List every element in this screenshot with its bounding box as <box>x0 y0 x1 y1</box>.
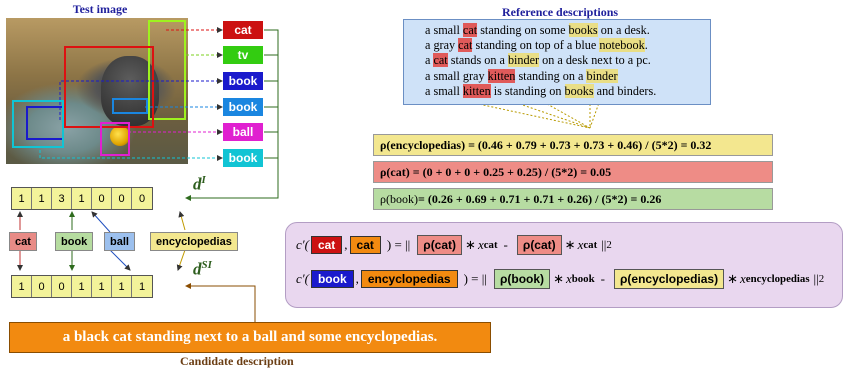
test-image <box>6 18 188 164</box>
tag-ball: ball <box>104 232 135 251</box>
candidate-vector-label: dSI <box>193 259 212 279</box>
bbox-book-3 <box>12 100 64 148</box>
vector-cell: 1 <box>12 188 32 209</box>
reference-line: a small kitten is standing on books and … <box>425 83 657 98</box>
tag-book: book <box>55 232 94 251</box>
vector-cell: 0 <box>52 276 72 297</box>
det-chip-book-2: book <box>223 98 263 116</box>
vector-cell: 1 <box>138 280 146 293</box>
candidate-caption: Candidate description <box>180 354 294 368</box>
chip-encyc-b: encyclopedias <box>360 270 458 288</box>
tag-encyclopedias: encyclopedias <box>150 232 238 251</box>
reference-line: a small cat standing on some books on a … <box>425 23 650 37</box>
vector-cell: 0 <box>112 188 132 209</box>
rho-cat-b: ρ(cat) <box>516 235 562 255</box>
chip-cat-a: cat <box>310 236 343 254</box>
ball-silhouette <box>110 126 130 146</box>
bbox-book-2 <box>112 98 148 114</box>
det-chip-tv: tv <box>223 46 263 64</box>
cosine-line-book: c′( book , encyclopedias ) = || ρ(book) … <box>296 269 824 289</box>
det-chip-ball: ball <box>223 123 263 141</box>
eq-book: ρ(book) = (0.26 + 0.69 + 0.71 + 0.71 + 0… <box>373 188 773 210</box>
rho-book-a: ρ(book) <box>493 269 551 289</box>
det-chip-book-1: book <box>223 72 263 90</box>
tag-cat: cat <box>9 232 37 251</box>
bbox-cat <box>64 46 154 128</box>
bbox-tv <box>148 20 186 120</box>
chip-cat-b: cat <box>349 236 381 254</box>
candidate-description: a black cat standing next to a ball and … <box>9 322 491 353</box>
rho-cat-a: ρ(cat) <box>417 235 463 255</box>
det-chip-cat: cat <box>223 21 263 39</box>
vector-cell: 0 <box>92 188 112 209</box>
bbox-ball <box>100 122 130 156</box>
vector-cell: 1 <box>92 276 112 297</box>
vector-cell: 0 <box>32 276 52 297</box>
vector-cell: 3 <box>52 188 72 209</box>
reference-descriptions: a small cat standing on some books on a … <box>403 19 711 105</box>
reference-line: a gray cat standing on top of a blue not… <box>425 38 648 53</box>
rho-encyc-b: ρ(encyclopedias) <box>613 269 725 289</box>
chip-book-a: book <box>310 270 354 288</box>
image-vector-label: dI <box>193 174 206 194</box>
vector-cell: 0 <box>138 192 146 205</box>
det-chip-book-3: book <box>223 149 263 167</box>
vector-cell: 1 <box>72 188 92 209</box>
eq-encyclopedias: ρ(encyclopedias) = (0.46 + 0.79 + 0.73 +… <box>373 134 773 156</box>
eq-cat: ρ(cat) = (0 + 0 + 0 + 0.25 + 0.25) / (5*… <box>373 161 773 183</box>
vector-cell: 1 <box>112 276 132 297</box>
vector-cell: 1 <box>12 276 32 297</box>
vector-cell: 1 <box>72 276 92 297</box>
reference-line: a small gray kitten standing on a binder <box>425 68 618 83</box>
vector-cell: 1 <box>32 188 52 209</box>
reference-title: Reference descriptions <box>501 5 619 19</box>
reference-line: a cat stands on a binder on a desk next … <box>425 53 651 68</box>
test-image-title: Test image <box>72 2 128 16</box>
